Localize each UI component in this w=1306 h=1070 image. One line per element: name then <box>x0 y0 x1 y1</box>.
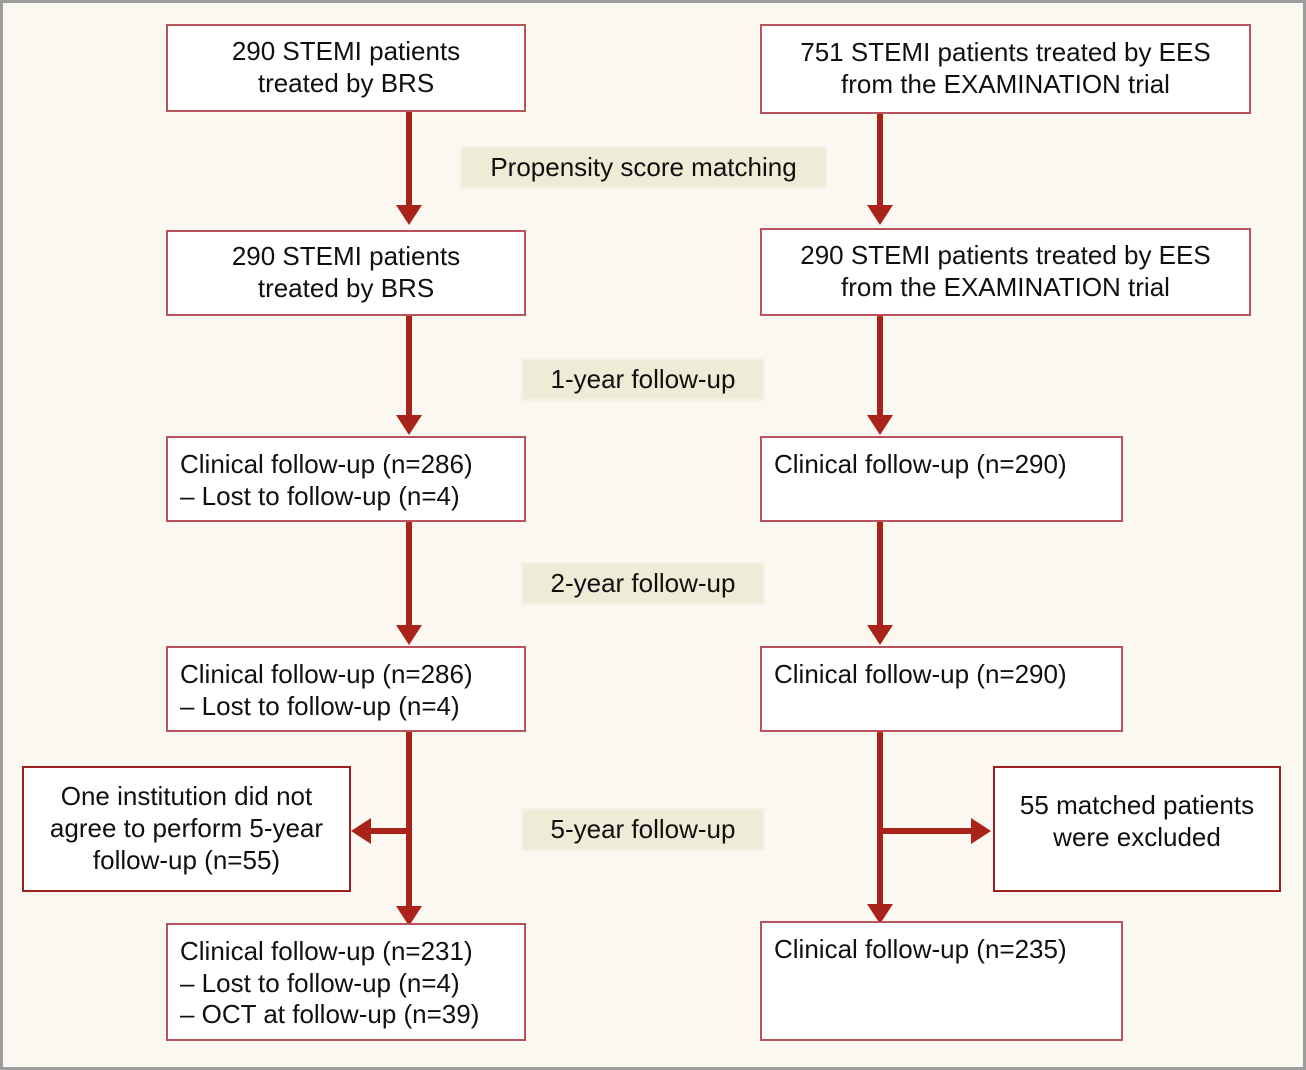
node-ees-2y-label: Clinical follow-up (n=290) <box>774 659 1067 689</box>
node-brs-5y-label: Clinical follow-up (n=231) – Lost to fol… <box>180 936 480 1030</box>
arrowhead-ees-2y-to-5y <box>867 904 893 924</box>
node-brs-2y-label: Clinical follow-up (n=286) – Lost to fol… <box>180 659 473 721</box>
node-brs-source[interactable]: 290 STEMI patients treated by BRS <box>166 24 526 112</box>
arrowhead-brs-1y-to-2y <box>396 625 422 645</box>
node-ees-matched[interactable]: 290 STEMI patients treated by EES from t… <box>760 228 1251 316</box>
node-brs-source-label: 290 STEMI patients treated by BRS <box>231 36 461 98</box>
arrowhead-ees-source-to-matched <box>867 205 893 225</box>
stage-label-1-year-text: 1-year follow-up <box>550 364 736 394</box>
connector-ees-2y-to-5y <box>877 731 883 911</box>
node-brs-2y[interactable]: Clinical follow-up (n=286) – Lost to fol… <box>166 646 526 732</box>
node-ees-5y[interactable]: Clinical follow-up (n=235) <box>760 921 1123 1041</box>
connector-brs-matched-to-1y <box>406 314 412 419</box>
arrowhead-ees-1y-to-2y <box>867 625 893 645</box>
node-ees-1y-label: Clinical follow-up (n=290) <box>774 449 1067 479</box>
connector-brs-1y-to-2y <box>406 521 412 627</box>
stage-label-5-year: 5-year follow-up <box>521 808 765 851</box>
node-brs-exclusion[interactable]: One institution did not agree to perform… <box>22 766 351 892</box>
connector-ees-1y-to-2y <box>877 521 883 627</box>
stage-label-propensity-matching: Propensity score matching <box>460 146 827 189</box>
node-ees-1y[interactable]: Clinical follow-up (n=290) <box>760 436 1123 522</box>
node-ees-source[interactable]: 751 STEMI patients treated by EES from t… <box>760 24 1251 114</box>
stage-label-2-year: 2-year follow-up <box>521 562 765 605</box>
connector-brs-source-to-matched <box>406 108 412 208</box>
stage-label-propensity-matching-text: Propensity score matching <box>490 152 797 182</box>
arrowhead-ees-matched-to-1y <box>867 415 893 435</box>
arrowhead-brs-source-to-matched <box>396 205 422 225</box>
stage-label-2-year-text: 2-year follow-up <box>550 568 736 598</box>
node-ees-matched-label: 290 STEMI patients treated by EES from t… <box>800 240 1211 302</box>
stage-label-5-year-text: 5-year follow-up <box>550 814 736 844</box>
node-ees-exclusion[interactable]: 55 matched patients were excluded <box>993 766 1281 892</box>
connector-ees-to-exclusion <box>877 828 973 834</box>
connector-brs-to-exclusion <box>368 828 408 834</box>
connector-ees-source-to-matched <box>877 111 883 209</box>
arrowhead-brs-2y-to-5y <box>396 906 422 926</box>
node-ees-2y[interactable]: Clinical follow-up (n=290) <box>760 646 1123 732</box>
node-ees-5y-label: Clinical follow-up (n=235) <box>774 934 1067 964</box>
stage-label-1-year: 1-year follow-up <box>521 358 765 401</box>
arrowhead-ees-to-exclusion <box>971 818 991 844</box>
arrowhead-brs-matched-to-1y <box>396 415 422 435</box>
node-brs-exclusion-label: One institution did not agree to perform… <box>49 781 324 875</box>
node-brs-5y[interactable]: Clinical follow-up (n=231) – Lost to fol… <box>166 923 526 1041</box>
node-ees-exclusion-label: 55 matched patients were excluded <box>1019 790 1255 852</box>
connector-ees-matched-to-1y <box>877 314 883 419</box>
node-ees-source-label: 751 STEMI patients treated by EES from t… <box>800 37 1211 99</box>
connector-brs-2y-to-5y <box>406 731 412 911</box>
node-brs-1y[interactable]: Clinical follow-up (n=286) – Lost to fol… <box>166 436 526 522</box>
node-brs-matched[interactable]: 290 STEMI patients treated by BRS <box>166 230 526 316</box>
node-brs-matched-label: 290 STEMI patients treated by BRS <box>231 241 461 303</box>
arrowhead-brs-to-exclusion <box>351 818 371 844</box>
node-brs-1y-label: Clinical follow-up (n=286) – Lost to fol… <box>180 449 473 511</box>
